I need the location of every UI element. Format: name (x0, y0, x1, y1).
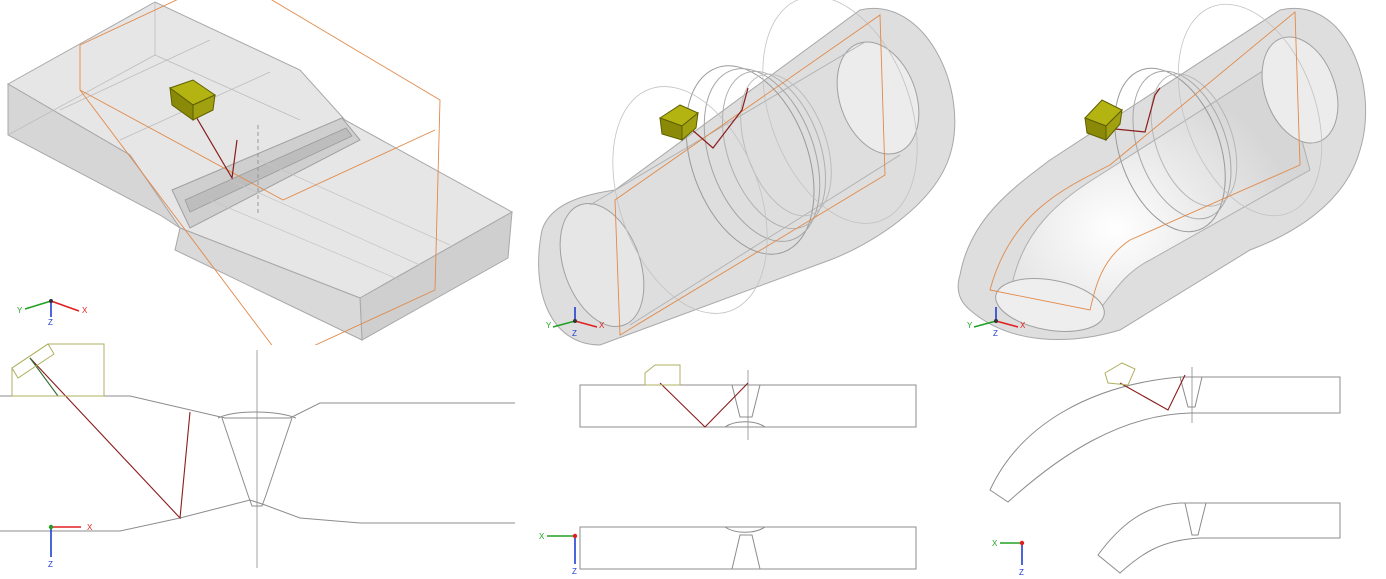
beam-path (1104, 87, 1161, 133)
plate-profile (0, 395, 515, 532)
beam-path (689, 87, 749, 149)
axis-x-label: X (82, 306, 88, 315)
beam-path (29, 357, 191, 520)
beam-path (194, 114, 238, 180)
axis-y-label: Y (546, 321, 552, 330)
axis-triad-icon: X Z (539, 532, 578, 576)
axis-triad-icon: X Y Z (967, 307, 1026, 338)
axis-triad-icon: X Z (992, 539, 1025, 577)
axis-triad-icon: X Y Z (17, 299, 88, 327)
elbow-2d-section[interactable] (980, 355, 1380, 579)
pipe-2d-section[interactable] (540, 355, 940, 579)
beam-path (1119, 374, 1186, 411)
ultrasonic-probe-icon[interactable] (11, 343, 105, 397)
axis-x-label: X (599, 321, 605, 330)
plate-3d-view[interactable] (0, 0, 520, 345)
elbow-body (957, 3, 1367, 341)
axis-z-label: Z (48, 560, 53, 569)
section-plane (989, 11, 1301, 311)
axis-z-label: Z (572, 567, 577, 576)
axis-y-label: Y (17, 306, 23, 315)
axis-x-label: X (992, 539, 998, 548)
axis-x-label: X (87, 523, 93, 532)
ultrasonic-probe-icon[interactable] (658, 104, 699, 142)
axis-x-label: X (1020, 321, 1026, 330)
axis-x-label: X (539, 532, 545, 541)
axis-z-label: Z (1019, 568, 1024, 577)
pipe-profile-lower (579, 526, 917, 570)
axis-z-label: Z (572, 329, 577, 338)
ultrasonic-probe-icon[interactable] (1084, 99, 1123, 142)
ultrasonic-probe-icon[interactable] (168, 79, 217, 121)
section-plane (79, 0, 441, 345)
elbow-profile-lower (1097, 502, 1341, 574)
axis-z-label: Z (48, 318, 53, 327)
pipe-body (538, 0, 956, 346)
axis-z-label: Z (993, 329, 998, 338)
axis-triad-icon: X Z (48, 523, 93, 569)
beam-path (659, 382, 749, 428)
plate-body (6, 1, 514, 341)
plate-2d-section[interactable] (0, 340, 520, 579)
ultrasonic-probe-icon[interactable] (644, 364, 681, 386)
elbow-profile-upper (989, 376, 1341, 503)
section-plane (614, 14, 886, 336)
axis-triad-icon: X Y Z (546, 307, 605, 338)
elbow-3d-view[interactable] (950, 0, 1386, 355)
ultrasonic-probe-icon[interactable] (1104, 362, 1136, 386)
axis-y-label: Y (967, 321, 973, 330)
pipe-3d-view[interactable] (530, 0, 960, 355)
